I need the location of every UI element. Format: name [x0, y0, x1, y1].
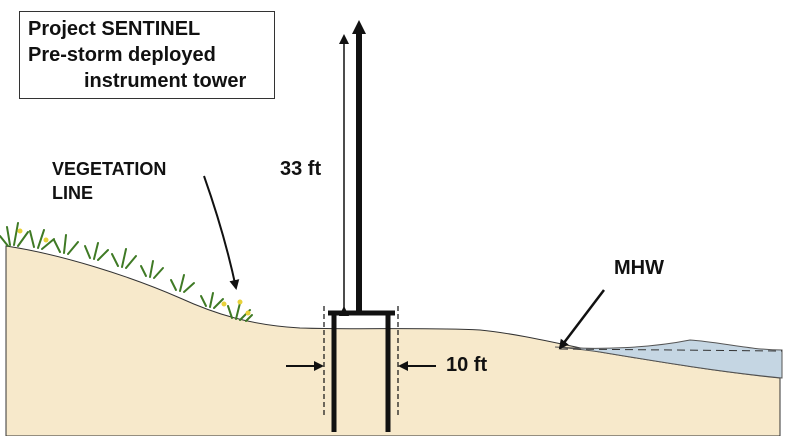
vegetation-label-line-1: VEGETATION — [52, 159, 167, 179]
title-line-1: Project SENTINEL — [28, 18, 201, 40]
vegetation-flowers — [17, 228, 251, 316]
base-width-label: 10 ft — [446, 354, 488, 376]
title-box: Project SENTINEL Pre-storm deployed inst… — [19, 11, 275, 99]
title-line-3: instrument tower — [84, 70, 247, 92]
mhw-dashed-line — [559, 348, 783, 352]
vegetation-clump — [0, 222, 253, 322]
vegetation-line-label: VEGETATION LINE — [52, 157, 166, 205]
mhw-label: MHW — [614, 257, 664, 279]
mhw-pointer-arrow — [558, 289, 605, 350]
vegetation-pointer-arrow — [203, 175, 240, 290]
tower-height-label: 33 ft — [280, 158, 322, 180]
mast-top-arrow-icon — [352, 20, 366, 34]
vegetation-label-line-2: LINE — [52, 183, 94, 203]
water — [554, 339, 783, 379]
title-line-2: Pre-storm deployed — [28, 44, 216, 66]
